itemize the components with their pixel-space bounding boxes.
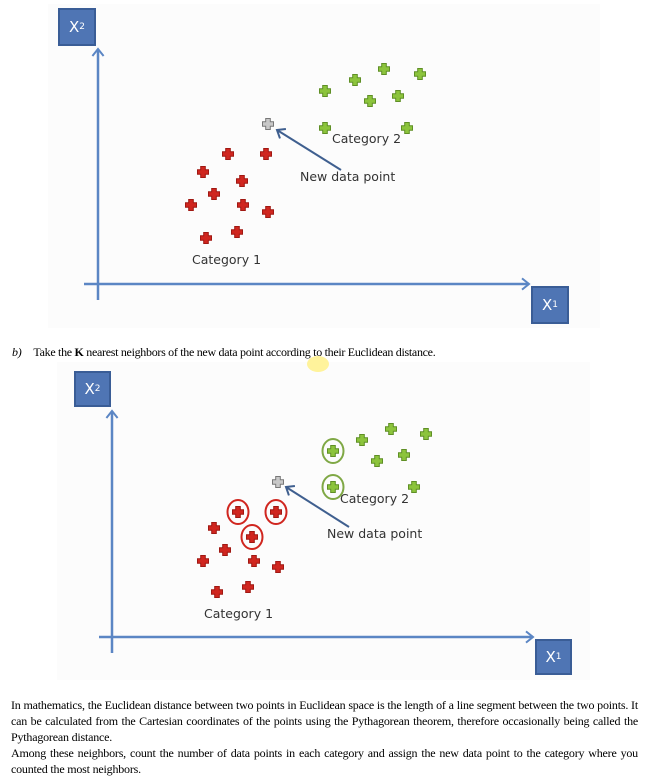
- category2-point: [401, 122, 413, 134]
- category2-point: [378, 63, 390, 75]
- axis-label: X: [541, 296, 553, 314]
- axis-sub: 1: [555, 652, 562, 662]
- step-marker: b): [12, 345, 22, 359]
- step-text: Take the: [33, 345, 75, 359]
- category1-point: [260, 148, 272, 160]
- step-k: K: [74, 345, 84, 359]
- category2-point: [398, 449, 410, 461]
- diagram1-category1-label: Category 1: [192, 252, 262, 267]
- y-axis-arrowhead: [105, 409, 119, 419]
- axis-label: X: [545, 648, 556, 666]
- category2-point: [414, 68, 426, 80]
- axis-label: X: [68, 18, 80, 36]
- category1-point: [208, 188, 220, 200]
- category1-neighbor-ring: [240, 524, 264, 550]
- category1-neighbor-ring: [264, 499, 288, 525]
- category2-point: [356, 434, 368, 446]
- category2-neighbor-ring: [321, 438, 345, 464]
- category2-point: [349, 74, 361, 86]
- y-axis-arrowhead: [91, 47, 105, 57]
- category1-point: [200, 232, 212, 244]
- axis-label: X: [84, 380, 95, 398]
- category2-point: [392, 90, 404, 102]
- step-b-instruction: b) Take the K nearest neighbors of the ne…: [12, 345, 436, 360]
- category2-neighbor-point: [327, 481, 339, 493]
- category1-point: [185, 199, 197, 211]
- diagram1-new-point-label: New data point: [300, 169, 396, 184]
- x-axis-arrowhead: [521, 277, 531, 291]
- category1-point: [222, 148, 234, 160]
- category1-neighbor-ring: [226, 499, 250, 525]
- category1-point: [197, 555, 209, 567]
- category2-point: [408, 481, 420, 493]
- diagram2-background: [57, 362, 590, 680]
- category2-neighbor-point: [327, 445, 339, 457]
- new-data-point: [262, 118, 274, 130]
- category1-neighbor-point: [246, 531, 258, 543]
- category1-neighbor-point: [270, 506, 282, 518]
- category2-point: [371, 455, 383, 467]
- category2-point: [319, 85, 331, 97]
- category1-point: [236, 175, 248, 187]
- new-point-arrowhead: [284, 485, 296, 496]
- category1-point: [242, 581, 254, 593]
- diagram1-background: [48, 4, 600, 328]
- category2-point: [364, 95, 376, 107]
- new-point-arrow: [276, 129, 342, 171]
- category2-point: [420, 428, 432, 440]
- x-axis-arrowhead: [525, 630, 535, 644]
- euclidean-definition: In mathematics, the Euclidean distance b…: [11, 698, 638, 744]
- explanation-paragraph: In mathematics, the Euclidean distance b…: [11, 697, 638, 777]
- diagram1-category2-label: Category 2: [332, 131, 402, 146]
- category2-point: [319, 122, 331, 134]
- category1-point: [211, 586, 223, 598]
- diagram2-new-point-label: New data point: [327, 526, 423, 541]
- diagram2-category1-label: Category 1: [204, 606, 274, 621]
- axis-sub: 1: [552, 300, 558, 310]
- category2-neighbor-ring: [321, 474, 345, 500]
- category1-neighbor-point: [232, 506, 244, 518]
- category1-point: [219, 544, 231, 556]
- cursor-highlight: [307, 356, 329, 372]
- category1-point: [272, 561, 284, 573]
- axis-sub: 2: [79, 22, 85, 32]
- category1-point: [248, 555, 260, 567]
- category1-point: [231, 226, 243, 238]
- diagram2-category2-label: Category 2: [340, 491, 410, 506]
- category1-point: [237, 199, 249, 211]
- category1-point: [197, 166, 209, 178]
- category2-point: [385, 423, 397, 435]
- new-point-arrow: [285, 486, 350, 528]
- category1-point: [262, 206, 274, 218]
- category1-point: [208, 522, 220, 534]
- step-text-rest: nearest neighbors of the new data point …: [83, 345, 436, 359]
- new-point-arrowhead: [275, 127, 287, 139]
- axis-sub: 2: [94, 384, 101, 394]
- voting-instruction: Among these neighbors, count the number …: [11, 746, 638, 776]
- new-data-point: [272, 476, 284, 488]
